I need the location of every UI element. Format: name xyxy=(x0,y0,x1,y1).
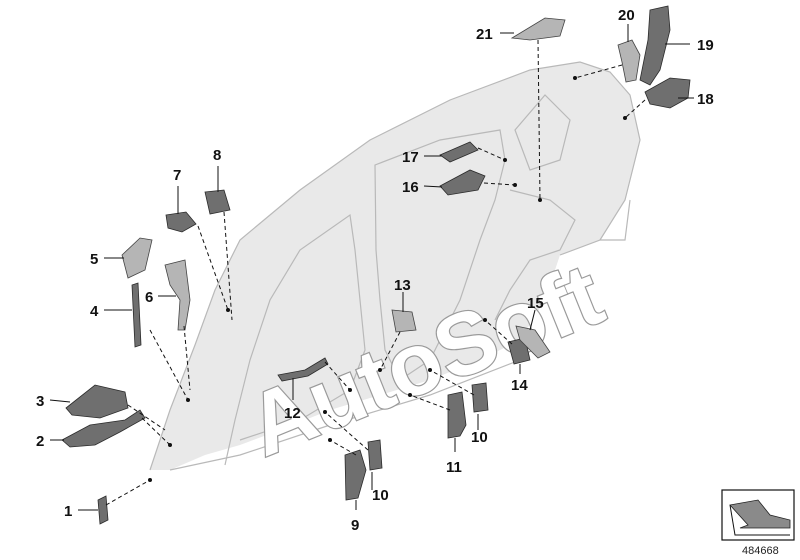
callout-9: 9 xyxy=(351,517,359,534)
callout-17: 17 xyxy=(402,149,419,166)
body-side-frame xyxy=(149,61,641,471)
callout-10a: 10 xyxy=(372,487,389,504)
callout-7: 7 xyxy=(173,167,181,184)
leader-lines xyxy=(49,24,694,511)
callout-8: 8 xyxy=(213,147,221,164)
part-16-bracket xyxy=(439,169,486,196)
callout-11: 11 xyxy=(446,459,462,476)
part-5-plate xyxy=(121,237,153,279)
part-9-bracket xyxy=(344,449,367,501)
callout-15: 15 xyxy=(527,295,544,312)
callout-6: 6 xyxy=(145,289,153,306)
part-15-bracket xyxy=(515,325,551,359)
callout-5: 5 xyxy=(90,251,98,268)
part-7-clip xyxy=(165,211,197,233)
part-19-pillar xyxy=(639,5,671,86)
callout-16: 16 xyxy=(402,179,419,196)
callout-18: 18 xyxy=(697,91,714,108)
parts xyxy=(61,5,691,525)
attachment-dots xyxy=(148,76,627,482)
part-1-bracket xyxy=(97,495,109,525)
callout-4: 4 xyxy=(90,303,99,320)
part-13-block xyxy=(391,309,417,333)
part-11-bracket xyxy=(447,391,467,439)
part-21-cover xyxy=(510,17,566,41)
part-10-plate-b xyxy=(471,382,489,413)
callout-10b: 10 xyxy=(471,429,488,446)
part-17-bracket xyxy=(439,141,479,163)
callout-3: 3 xyxy=(36,393,44,410)
part-2-reinforcement xyxy=(61,409,146,448)
part-3-bracket xyxy=(65,384,129,419)
callouts: 1 2 3 4 5 6 7 8 9 10 10 11 12 13 14 15 1… xyxy=(36,7,714,534)
part-8-cap xyxy=(204,189,231,215)
callout-1: 1 xyxy=(64,503,72,520)
part-10-plate-a xyxy=(367,439,383,471)
part-12-rod xyxy=(277,357,329,382)
part-6-bracket xyxy=(164,259,191,331)
callout-2: 2 xyxy=(36,433,44,450)
callout-13: 13 xyxy=(394,277,411,294)
attachment-lines xyxy=(105,39,646,506)
document-number: 484668 xyxy=(742,545,779,557)
callout-14: 14 xyxy=(511,377,528,394)
callout-20: 20 xyxy=(618,7,635,24)
callout-21: 21 xyxy=(476,26,493,43)
part-4-strip xyxy=(131,282,142,348)
catalog-arrow-icon xyxy=(721,489,795,541)
callout-19: 19 xyxy=(697,37,714,54)
callout-12: 12 xyxy=(284,405,301,422)
part-20-bracket xyxy=(617,39,641,83)
